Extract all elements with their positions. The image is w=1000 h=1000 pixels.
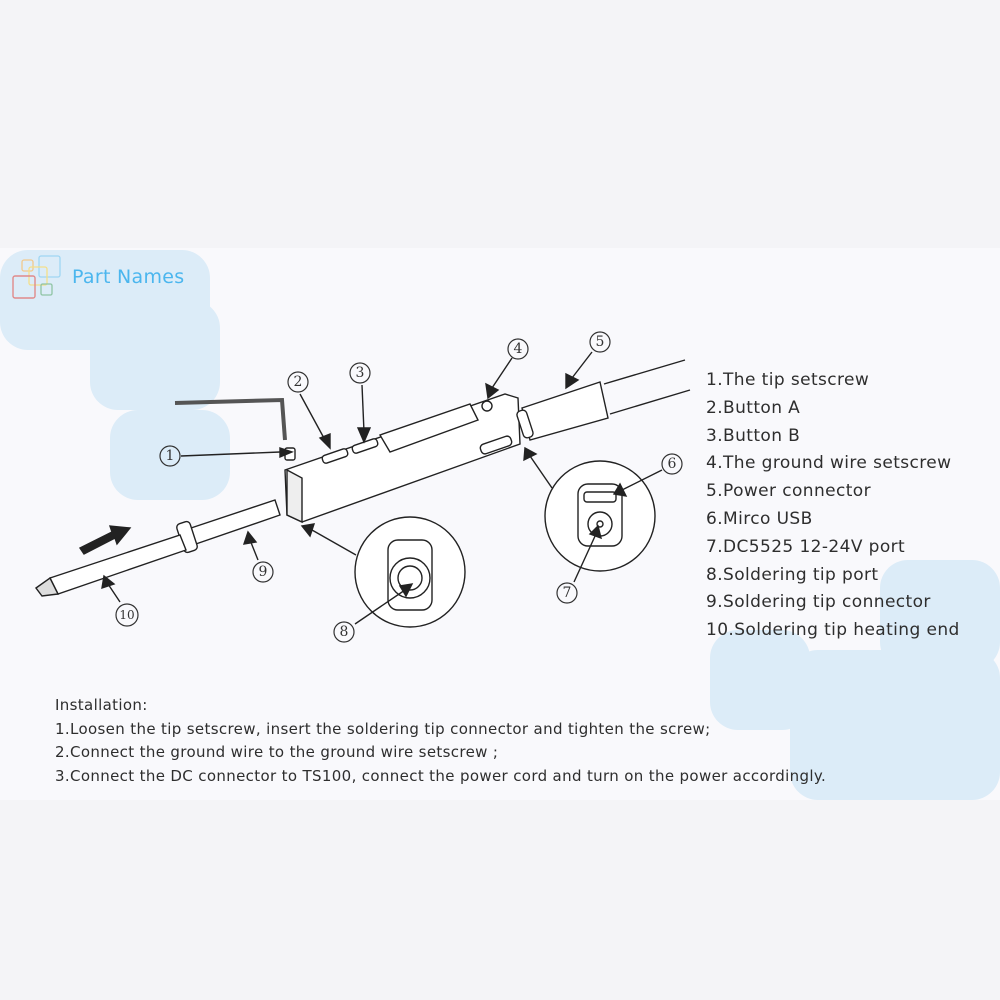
- svg-text:1: 1: [166, 448, 175, 464]
- tip-connector: [184, 499, 281, 547]
- callout-8: 8: [333, 621, 355, 643]
- callout-2: 2: [287, 371, 309, 393]
- callout-7: 7: [556, 582, 578, 604]
- part-item: 2.Button A: [706, 397, 801, 418]
- svg-text:7: 7: [563, 585, 572, 601]
- callout-1: 1: [159, 445, 181, 467]
- part-item: 7.DC5525 12-24V port: [706, 536, 906, 557]
- svg-text:3: 3: [356, 365, 365, 381]
- svg-text:5: 5: [596, 334, 605, 350]
- insert-arrow: [78, 525, 132, 555]
- part-item: 10.Soldering tip heating end: [706, 620, 960, 641]
- installation-step: 2.Connect the ground wire to the ground …: [55, 743, 499, 761]
- installation-heading: Installation:: [55, 696, 148, 714]
- installation-step: 3.Connect the DC connector to TS100, con…: [55, 766, 827, 785]
- svg-text:4: 4: [514, 341, 523, 357]
- ground-screw: [481, 400, 493, 412]
- callout-10: 10: [115, 603, 139, 627]
- section-title: Part Names: [72, 266, 185, 288]
- background-shape: [880, 560, 1000, 670]
- part-list: 1.The tip setscrew 2.Button A 3.Button B…: [706, 367, 960, 645]
- background-shape: [790, 650, 1000, 800]
- background-shape: [90, 300, 220, 410]
- iron-body: [284, 393, 521, 523]
- part-item: 5.Power connector: [706, 481, 871, 502]
- part-item: 8.Soldering tip port: [706, 564, 879, 585]
- power-connector: [521, 381, 609, 441]
- svg-text:2: 2: [294, 374, 303, 390]
- callout-6: 6: [661, 453, 683, 475]
- part-item: 9.Soldering tip connector: [706, 592, 931, 613]
- svg-text:6: 6: [668, 456, 677, 472]
- svg-text:10: 10: [119, 608, 134, 622]
- installation-step: 1.Loosen the tip setscrew, insert the so…: [55, 719, 711, 738]
- part-item: 3.Button B: [706, 425, 801, 446]
- installation-section: Installation: 1.Loosen the tip setscrew,…: [55, 694, 826, 788]
- button-a: [321, 448, 349, 464]
- part-item: 4.The ground wire setscrew: [706, 453, 952, 474]
- callout-3: 3: [349, 362, 371, 384]
- callout-5: 5: [589, 331, 611, 353]
- svg-text:9: 9: [259, 564, 268, 580]
- part-item: 6.Mirco USB: [706, 508, 813, 529]
- part-item: 1.The tip setscrew: [706, 370, 870, 390]
- overlapping-squares-logo-icon: [12, 255, 61, 299]
- callout-9: 9: [252, 561, 274, 583]
- callout-4: 4: [507, 338, 529, 360]
- svg-text:8: 8: [340, 624, 349, 640]
- hex-key: [174, 397, 287, 441]
